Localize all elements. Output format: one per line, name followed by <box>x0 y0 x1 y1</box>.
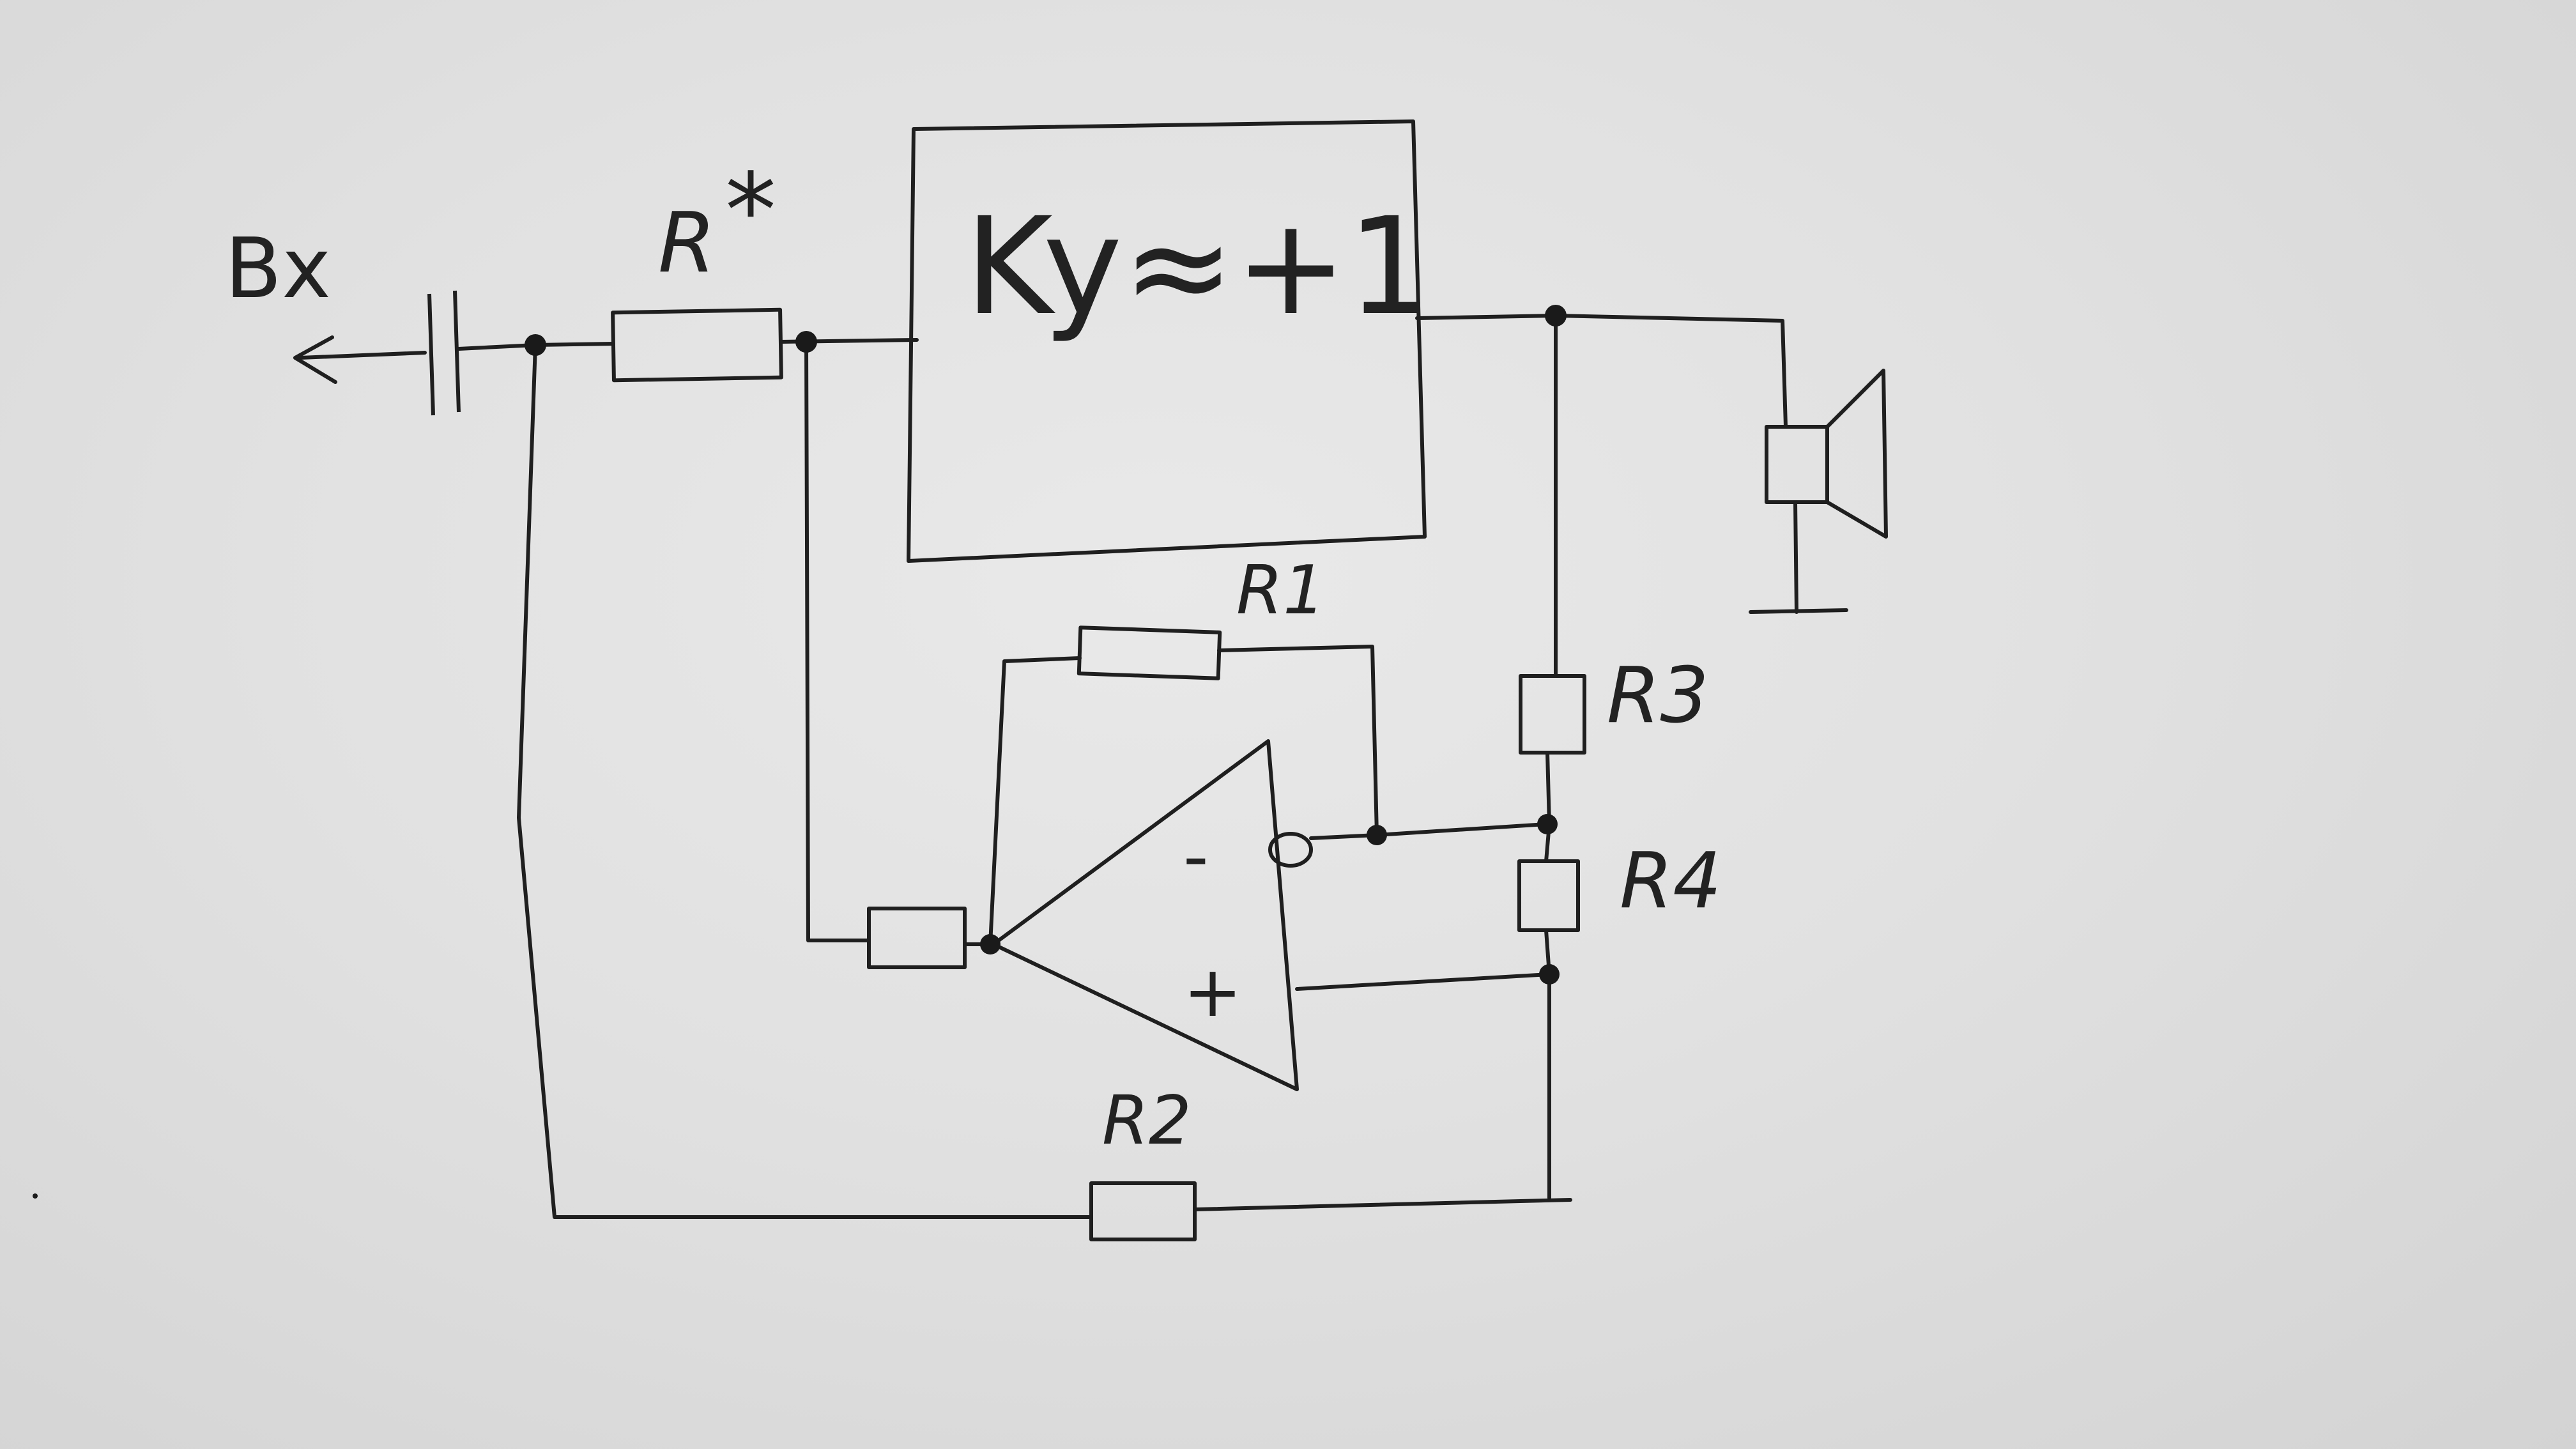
op-amp-output-bubble <box>1268 832 1313 868</box>
input-capacitor <box>427 290 461 416</box>
wire-r3-r4 <box>1544 751 1551 863</box>
r2-label: R2 <box>1102 1082 1192 1160</box>
wire-amp-output <box>1415 314 1788 429</box>
resistor-r1 <box>1077 625 1222 680</box>
junction-node-e <box>1367 825 1387 845</box>
junction-node-b <box>795 331 817 353</box>
op-amp-minus: - <box>1183 815 1209 897</box>
r-star-label: R <box>658 194 716 291</box>
input-label: Bx <box>225 220 331 317</box>
resistor-r-star <box>611 307 783 383</box>
input-resistor <box>867 907 967 969</box>
resistor-r4 <box>1517 859 1580 932</box>
wire-r1-right <box>1217 645 1379 837</box>
r3-label: R3 <box>1607 652 1709 740</box>
wire-node-rstar <box>533 342 615 347</box>
r-star-asterisk: * <box>725 151 776 270</box>
r4-label: R4 <box>1620 837 1722 926</box>
junction-node-a <box>525 334 546 356</box>
junction-node-d <box>1539 964 1560 985</box>
junction-output <box>1545 305 1567 326</box>
junction-node-c <box>1537 814 1558 834</box>
wire-input-node <box>457 343 537 351</box>
junction-opamp-minus <box>980 934 1000 954</box>
r1-label: R1 <box>1236 551 1326 629</box>
stray-mark <box>33 1193 38 1199</box>
wire-nodeb-down <box>804 340 871 942</box>
op-amp <box>992 739 1299 1091</box>
wire-r1-left <box>988 656 1082 946</box>
wire-r2-right <box>1193 1198 1572 1211</box>
wire-nodea-down <box>517 343 1093 1219</box>
wire-plus-input <box>1295 972 1551 991</box>
wire-opamp-output <box>1309 822 1548 840</box>
speaker-icon <box>1749 369 1888 614</box>
amplifier-block <box>907 119 1427 563</box>
amplifier-gain-label: Ky≈+1 <box>965 188 1432 345</box>
resistor-r3 <box>1519 674 1586 755</box>
op-amp-plus: + <box>1183 951 1242 1032</box>
resistor-r2 <box>1089 1181 1197 1241</box>
input-terminal <box>293 335 427 384</box>
